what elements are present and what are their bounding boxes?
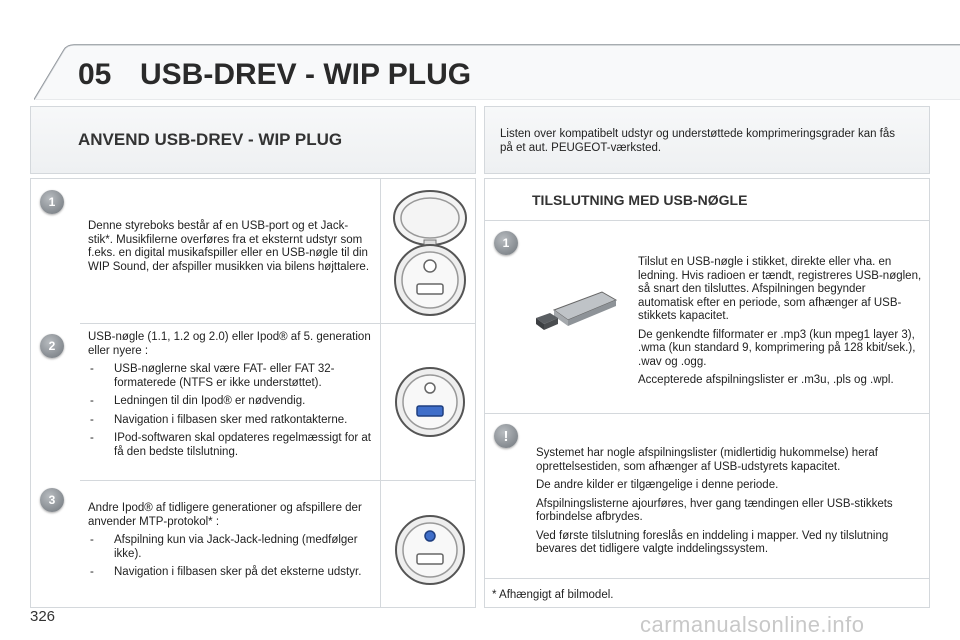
left-s2-bullet: Ledningen til din Ipod® er nødvendig. — [88, 395, 372, 409]
step-badge-2: 2 — [40, 334, 64, 358]
right-intro-box — [484, 106, 930, 174]
step-badge-3: 3 — [40, 488, 64, 512]
left-divider-2 — [80, 480, 476, 481]
page-title: USB-DREV - WIP PLUG — [140, 58, 472, 91]
left-title-box — [30, 106, 476, 174]
right-s1-p2: De genkendte filformater er .mp3 (kun mp… — [638, 328, 916, 368]
right-warning-p4: Ved første tilslutning foreslås en indde… — [536, 529, 889, 556]
warning-badge: ! — [494, 424, 518, 448]
left-s2-block: USB-nøgle (1.1, 1.2 og 2.0) eller Ipod® … — [88, 331, 372, 464]
right-divider-2 — [484, 413, 930, 414]
page-header — [34, 44, 960, 100]
jack-port-highlight-icon — [395, 515, 465, 585]
left-s2-bullet: IPod-softwaren skal opdateres regelmæssi… — [88, 432, 372, 459]
right-warning-block: Systemet har nogle afspilningslister (mi… — [536, 447, 922, 562]
page-number: 326 — [30, 608, 56, 625]
right-divider-1 — [484, 220, 930, 221]
left-s2-bullet: Navigation i filbasen sker med ratkontak… — [88, 414, 372, 428]
watermark-text: carmanualsonline.info — [640, 612, 865, 637]
step-badge-1: 1 — [40, 190, 64, 214]
left-s2-intro: USB-nøgle (1.1, 1.2 og 2.0) eller Ipod® … — [88, 331, 371, 357]
wip-plug-open-icon — [393, 190, 467, 316]
left-s3-block: Andre Ipod® af tidligere generationer og… — [88, 502, 372, 585]
right-divider-3 — [484, 578, 930, 579]
usb-stick-icon — [536, 291, 618, 330]
right-warning-p2: De andre kilder er tilgængelige i denne … — [536, 479, 779, 491]
left-vertical-divider — [380, 178, 381, 608]
step-badge-right-1: 1 — [494, 231, 518, 255]
footnote: * Afhængigt af bilmodel. — [492, 589, 614, 601]
right-warning-p1: Systemet har nogle afspilningslister (mi… — [536, 447, 878, 473]
chapter-number: 05 — [78, 58, 112, 91]
right-intro-text: Listen over kompatibelt udstyr og unders… — [500, 128, 896, 154]
left-s3-bullet: Afspilning kun via Jack-Jack-ledning (me… — [88, 534, 372, 561]
header-tab-shape — [34, 44, 960, 100]
left-s1-text: Denne styreboks består af en USB-port og… — [88, 220, 370, 273]
right-s1-block: Tilslut en USB-nøgle i stikket, direkte … — [638, 256, 922, 393]
left-s3-intro: Andre Ipod® af tidligere generationer og… — [88, 502, 362, 528]
right-s1-p3: Accepterede afspilningslister er .m3u, .… — [638, 374, 894, 386]
right-s1-p1: Tilslut en USB-nøgle i stikket, direkte … — [638, 256, 922, 322]
left-s3-bullet: Navigation i filbasen sker på det ekster… — [88, 566, 372, 580]
usb-port-highlight-icon — [395, 367, 465, 437]
left-s2-bullet: USB-nøglerne skal være FAT- eller FAT 32… — [88, 363, 372, 390]
right-panel — [484, 178, 930, 608]
left-divider-1 — [80, 323, 476, 324]
right-section-title: TILSLUTNING MED USB-NØGLE — [532, 192, 748, 208]
right-warning-p3: Afspilningslisterne ajourføres, hver gan… — [536, 497, 893, 524]
left-section-title: ANVEND USB-DREV - WIP PLUG — [78, 130, 343, 149]
